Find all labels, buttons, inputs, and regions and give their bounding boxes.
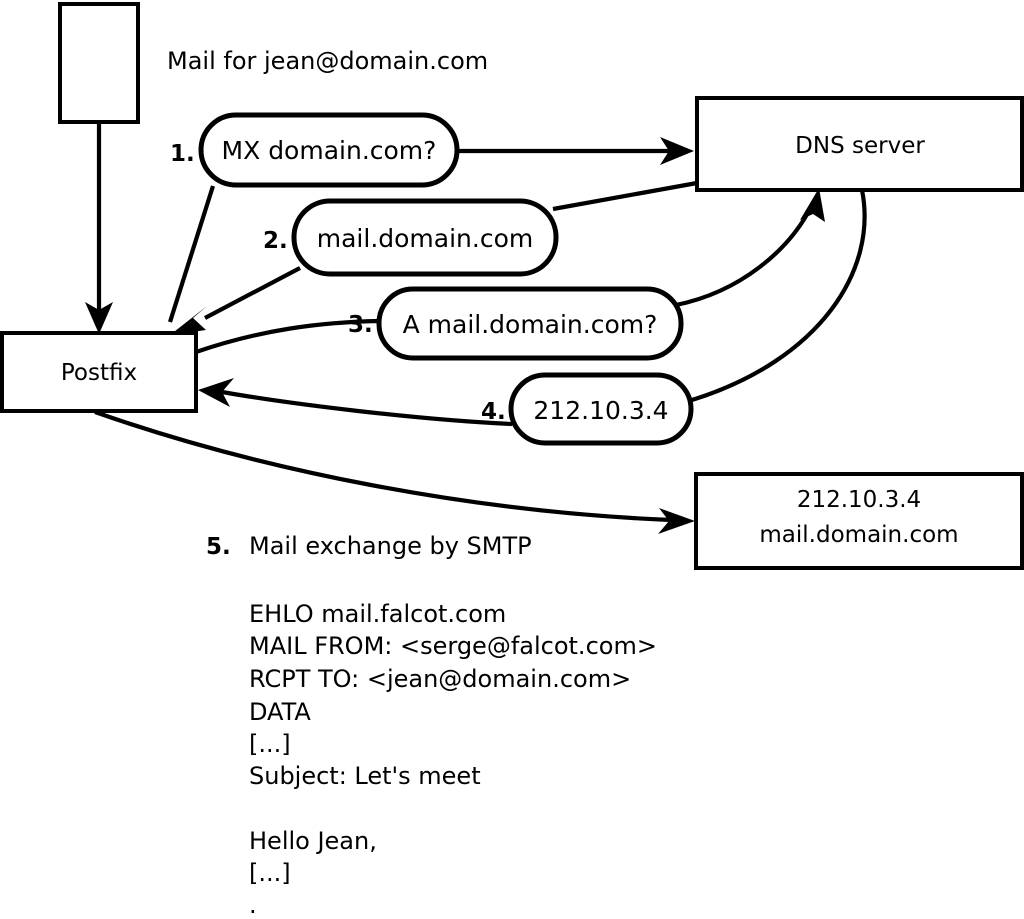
smtp-line-4: [...] bbox=[249, 730, 291, 758]
step-3-bubble bbox=[376, 286, 684, 361]
arrowhead-step1-to-dns bbox=[660, 137, 694, 165]
target-ip-label: 212.10.3.4 bbox=[797, 487, 921, 513]
arrowhead-step3-to-dns bbox=[800, 188, 825, 222]
dns-server-box bbox=[695, 96, 1024, 192]
diagram-title-text: Mail for jean@domain.com bbox=[167, 47, 488, 75]
step-3-number: 3. bbox=[348, 312, 373, 338]
sender-box bbox=[58, 2, 140, 124]
step-5-number: 5. bbox=[206, 534, 231, 560]
smtp-line-5: Subject: Let's meet bbox=[249, 762, 481, 790]
step-4-bubble bbox=[508, 372, 694, 446]
postfix-box bbox=[0, 331, 198, 413]
edge-dns-to-step2 bbox=[552, 180, 698, 212]
dns-server-label: DNS server bbox=[795, 133, 925, 159]
arrowhead-step4-to-postfix bbox=[198, 378, 234, 407]
edge-step2-to-postfix bbox=[204, 266, 301, 320]
step-1-bubble-label: MX domain.com? bbox=[222, 136, 437, 165]
step-4-bubble-label: 212.10.3.4 bbox=[533, 396, 668, 425]
edge-step4-to-postfix bbox=[221, 389, 513, 427]
step-2-bubble bbox=[291, 198, 559, 277]
step-4-number: 4. bbox=[481, 399, 506, 425]
smtp-line-3: DATA bbox=[249, 698, 311, 726]
edge-postfix-to-target bbox=[94, 410, 673, 523]
smtp-line-9: . bbox=[249, 891, 257, 919]
edge-step3-to-dns bbox=[675, 204, 814, 308]
step-3-bubble-label: A mail.domain.com? bbox=[403, 310, 658, 339]
smtp-line-8: [...] bbox=[249, 859, 291, 887]
step-2-number: 2. bbox=[263, 228, 288, 254]
arrowhead-sender-to-postfix bbox=[85, 302, 113, 334]
edge-dns-to-step4 bbox=[691, 189, 867, 403]
step-1-number: 1. bbox=[170, 141, 195, 167]
edge-postfix-to-step3 bbox=[195, 318, 381, 354]
step-1-bubble bbox=[198, 112, 460, 188]
target-mail-server-box bbox=[694, 472, 1024, 570]
smtp-line-2: RCPT TO: <jean@domain.com> bbox=[249, 665, 631, 693]
arrowhead-postfix-to-target bbox=[658, 508, 695, 534]
smtp-line-7: Hello Jean, bbox=[249, 827, 377, 855]
smtp-line-0: EHLO mail.falcot.com bbox=[249, 600, 506, 628]
arrowhead-step2-to-postfix bbox=[170, 306, 207, 335]
postfix-label: Postfix bbox=[61, 360, 137, 386]
smtp-line-1: MAIL FROM: <serge@falcot.com> bbox=[249, 632, 657, 660]
edge-step1-tail bbox=[167, 185, 216, 323]
target-hostname-label: mail.domain.com bbox=[759, 522, 958, 548]
step-2-bubble-label: mail.domain.com bbox=[317, 224, 533, 253]
step-5-label: Mail exchange by SMTP bbox=[249, 532, 532, 560]
